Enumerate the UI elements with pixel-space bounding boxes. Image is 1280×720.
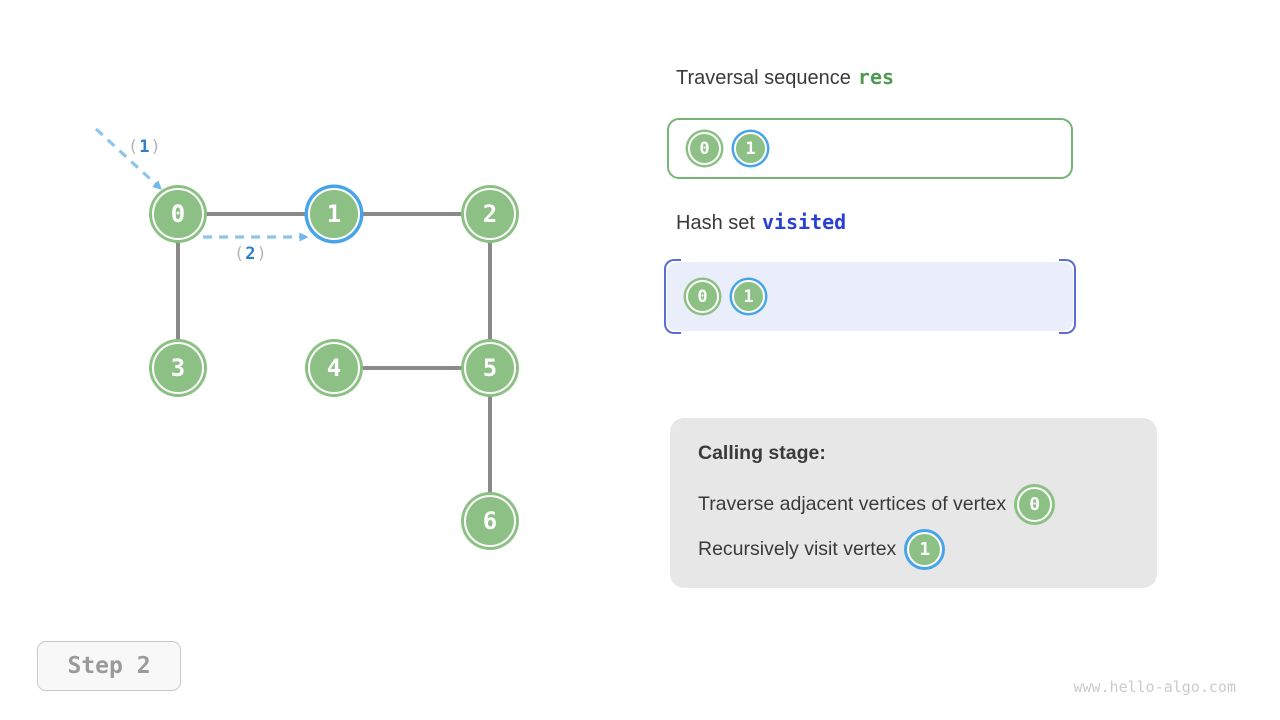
hash-set-title: Hash set visited: [676, 210, 846, 235]
visited-item-0: 0: [686, 280, 719, 313]
step1-label-number: 1: [139, 137, 151, 157]
calling-stage-title: Calling stage:: [698, 442, 826, 464]
calling-stage-vertex-0-label: 0: [1029, 493, 1041, 515]
step-indicator-label: Step 2: [67, 653, 151, 679]
visited-title-text: Hash set: [676, 212, 755, 234]
graph-node-5-label: 5: [482, 354, 498, 382]
step1-arrow-label: (1): [128, 137, 162, 157]
visited-item-1-label: 1: [743, 286, 754, 307]
graph-node-6-label: 6: [482, 507, 498, 535]
step-indicator-button[interactable]: Step 2: [37, 641, 181, 691]
visited-title-code: visited: [761, 210, 847, 234]
res-item-0: 0: [688, 132, 721, 165]
step2-label-close: ): [256, 244, 268, 264]
visited-item-1: 1: [732, 280, 765, 313]
step1-label-close: ): [150, 137, 162, 157]
calling-stage-vertex-1-label: 1: [919, 538, 931, 560]
res-item-1-label: 1: [745, 138, 756, 159]
traversal-sequence-box: 0 1: [667, 118, 1073, 179]
step2-label-open: (: [234, 244, 246, 264]
graph-node-0: 0: [152, 188, 204, 240]
graph-node-2: 2: [464, 188, 516, 240]
step2-label-number: 2: [245, 244, 257, 264]
traversal-title-code: res: [857, 65, 895, 89]
graph-node-4-label: 4: [326, 354, 342, 382]
calling-stage-vertex-0: 0: [1017, 486, 1053, 522]
graph-node-1: 1: [308, 188, 360, 240]
hash-set-box: 0 1: [664, 259, 1076, 334]
calling-stage-line-1-text: Traverse adjacent vertices of vertex: [698, 492, 1007, 515]
graph-node-2-label: 2: [482, 200, 498, 228]
calling-stage-panel: Calling stage: Traverse adjacent vertice…: [670, 418, 1157, 588]
step1-dashed-arrow: [94, 127, 162, 190]
res-item-0-label: 0: [699, 138, 710, 159]
graph-node-6: 6: [464, 495, 516, 547]
graph-node-4: 4: [308, 342, 360, 394]
graph-node-3: 3: [152, 342, 204, 394]
traversal-sequence-title: Traversal sequence res: [676, 65, 894, 90]
calling-stage-vertex-1: 1: [907, 531, 943, 567]
graph-edges-layer: [94, 127, 492, 521]
graph-node-0-label: 0: [170, 200, 186, 228]
graph-node-1-label: 1: [326, 200, 342, 228]
graph-node-5: 5: [464, 342, 516, 394]
traversal-title-text: Traversal sequence: [676, 67, 851, 89]
visited-item-0-label: 0: [697, 286, 708, 307]
step1-label-open: (: [128, 137, 140, 157]
watermark-text: www.hello-algo.com: [1073, 678, 1236, 696]
res-item-1: 1: [734, 132, 767, 165]
calling-stage-line-2-text: Recursively visit vertex: [698, 537, 897, 560]
graph-node-3-label: 3: [170, 354, 186, 382]
calling-stage-line-2: Recursively visit vertex 1: [698, 527, 1129, 571]
calling-stage-line-1: Traverse adjacent vertices of vertex 0: [698, 482, 1129, 526]
step2-arrow-label: (2): [234, 244, 268, 264]
